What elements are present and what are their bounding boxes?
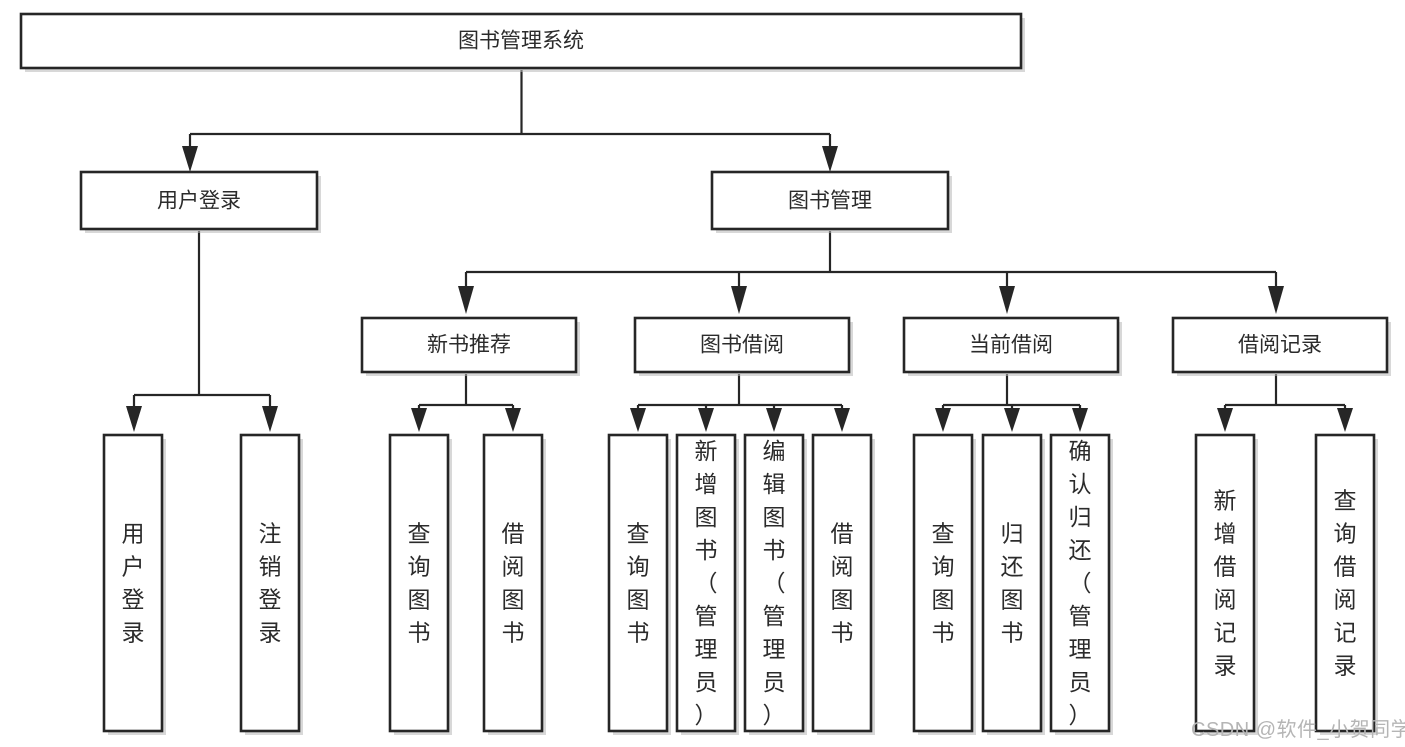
node-root-label: 图书管理系统	[458, 30, 584, 53]
node-leaf-borrow-book-2-box	[811, 433, 873, 733]
node-user-login-box	[79, 170, 319, 231]
node-leaf-add-record[interactable]: 新增借阅记录	[1194, 433, 1258, 735]
node-leaf-confirm-return-box	[1049, 433, 1111, 733]
node-leaf-return-book[interactable]: 归还图书	[981, 433, 1045, 735]
node-leaf-borrow-book-2-label: 借阅图书	[831, 521, 854, 646]
node-leaf-edit-book[interactable]: 编辑图书（管理员）	[743, 433, 807, 735]
node-leaf-confirm-return-label: 确认归还（管理员）	[1069, 438, 1092, 728]
node-leaf-add-book-label: 新增图书（管理员）	[695, 438, 718, 728]
node-leaf-user-login-label: 用户登录	[122, 521, 145, 646]
arrowhead-leaf-confirm-return	[1072, 408, 1088, 432]
node-new-book-recommend-box	[360, 316, 578, 374]
node-leaf-add-book-box	[675, 433, 737, 733]
node-new-book-recommend-label: 新书推荐	[427, 334, 511, 357]
node-leaf-edit-book-label: 编辑图书（管理员）	[763, 438, 786, 728]
node-book-manage-box	[710, 170, 950, 231]
arrowhead-current-borrow	[999, 286, 1015, 314]
node-leaf-add-book[interactable]: 新增图书（管理员）	[675, 433, 739, 735]
node-leaf-borrow-book-1-box	[482, 433, 544, 733]
arrowhead-book-manage	[822, 146, 838, 172]
node-borrow-record-box	[1171, 316, 1389, 374]
node-leaf-return-book-label: 归还图书	[1001, 521, 1024, 646]
node-leaf-query-book-1-label: 查询图书	[408, 521, 431, 646]
node-book-manage-label: 图书管理	[788, 190, 872, 213]
arrowhead-leaf-query-book-2	[630, 408, 646, 432]
node-leaf-user-login[interactable]: 用户登录	[102, 433, 166, 735]
arrowhead-book-borrow	[731, 286, 747, 314]
node-borrow-record[interactable]: 借阅记录	[1171, 316, 1391, 376]
node-current-borrow-box	[902, 316, 1120, 374]
node-leaf-query-book-2-box	[607, 433, 669, 733]
arrowhead-borrow-record	[1268, 286, 1284, 314]
node-leaf-borrow-book-1[interactable]: 借阅图书	[482, 433, 546, 735]
node-leaf-query-book-2-label: 查询图书	[627, 521, 650, 646]
arrowhead-new-book-recommend	[458, 286, 474, 314]
node-leaf-return-book-box	[981, 433, 1043, 733]
node-leaf-query-book-1-box	[388, 433, 450, 733]
arrowhead-leaf-query-book-1	[411, 408, 427, 432]
arrowhead-leaf-borrow-book-1	[505, 408, 521, 432]
arrowhead-leaf-edit-book	[766, 408, 782, 432]
edge-group-root	[182, 70, 838, 172]
edge-group-new-book-recommend	[411, 374, 521, 432]
node-root[interactable]: 图书管理系统	[19, 12, 1025, 72]
node-leaf-query-record-box	[1314, 433, 1376, 733]
node-leaf-borrow-book-2[interactable]: 借阅图书	[811, 433, 875, 735]
arrowhead-leaf-add-book	[698, 408, 714, 432]
arrowhead-user-login	[182, 146, 198, 172]
node-leaf-borrow-book-1-label: 借阅图书	[502, 521, 525, 646]
node-leaf-logout-login[interactable]: 注销登录	[239, 433, 303, 735]
arrowhead-leaf-query-record	[1337, 408, 1353, 432]
node-user-login-label: 用户登录	[157, 190, 241, 213]
node-book-borrow-box	[633, 316, 851, 374]
node-book-borrow-label: 图书借阅	[700, 334, 784, 357]
node-current-borrow-label: 当前借阅	[969, 334, 1053, 357]
edge-group-user-login	[126, 231, 278, 432]
node-book-borrow[interactable]: 图书借阅	[633, 316, 853, 376]
node-leaf-add-record-label: 新增借阅记录	[1214, 488, 1237, 679]
arrowhead-leaf-borrow-book-2	[834, 408, 850, 432]
node-leaf-confirm-return[interactable]: 确认归还（管理员）	[1049, 433, 1113, 735]
node-leaf-query-book-3-box	[912, 433, 974, 733]
node-root-box	[19, 12, 1023, 70]
arrowhead-leaf-user-login	[126, 406, 142, 432]
node-book-manage[interactable]: 图书管理	[710, 170, 952, 233]
edge-group-book-manage	[458, 231, 1284, 314]
node-leaf-query-book-2[interactable]: 查询图书	[607, 433, 671, 735]
node-leaf-add-record-box	[1194, 433, 1256, 733]
arrowhead-leaf-return-book	[1004, 408, 1020, 432]
node-new-book-recommend[interactable]: 新书推荐	[360, 316, 580, 376]
arrowhead-leaf-logout-login	[262, 406, 278, 432]
edge-group-current-borrow	[935, 374, 1088, 432]
node-borrow-record-label: 借阅记录	[1238, 334, 1322, 357]
edge-group-book-borrow	[630, 374, 850, 432]
node-leaf-edit-book-box	[743, 433, 805, 733]
node-leaf-logout-login-box	[239, 433, 301, 733]
node-user-login[interactable]: 用户登录	[79, 170, 321, 233]
node-current-borrow[interactable]: 当前借阅	[902, 316, 1122, 376]
arrowhead-leaf-add-record	[1217, 408, 1233, 432]
node-leaf-query-record[interactable]: 查询借阅记录	[1314, 433, 1378, 735]
node-leaf-logout-login-label: 注销登录	[259, 521, 282, 646]
edge-group-borrow-record	[1217, 374, 1353, 432]
node-leaf-query-book-3-label: 查询图书	[932, 521, 955, 646]
node-leaf-query-record-label: 查询借阅记录	[1334, 488, 1357, 679]
node-leaf-user-login-box	[102, 433, 164, 733]
arrowhead-leaf-query-book-3	[935, 408, 951, 432]
node-leaf-query-book-1[interactable]: 查询图书	[388, 433, 452, 735]
node-leaf-query-book-3[interactable]: 查询图书	[912, 433, 976, 735]
